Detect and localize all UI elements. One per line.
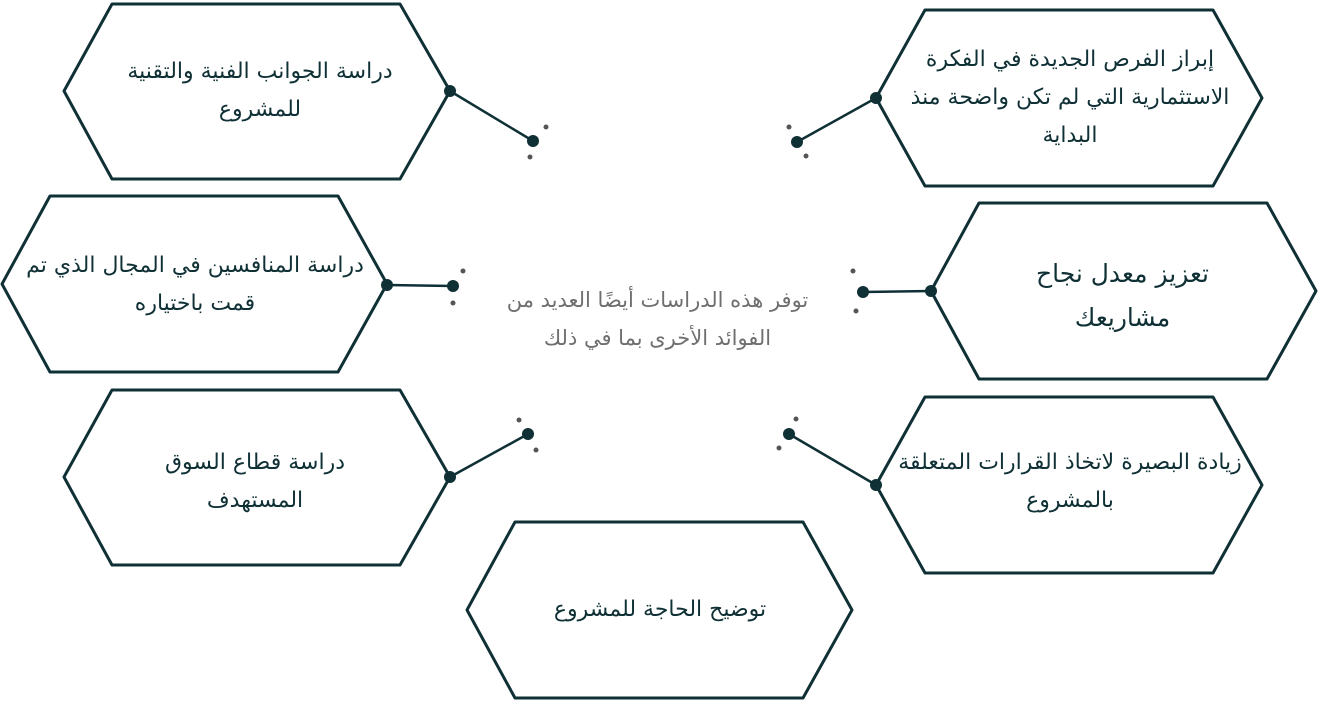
- connector-node-market-outer: [444, 471, 456, 483]
- connector-node-insight-outer: [870, 479, 882, 491]
- hexagon-competitors: [0, 194, 389, 374]
- accent-dot: [776, 445, 782, 451]
- connector-node-insight-inner: [783, 428, 795, 440]
- accent-dot: [850, 268, 856, 274]
- label-opportunities: إبراز الفرص الجديدة في الفكرة الاستثماري…: [910, 47, 1230, 148]
- connector-node-opportunities-outer: [870, 92, 882, 104]
- accent-dot: [450, 300, 456, 306]
- connector-node-technical-inner: [527, 135, 539, 147]
- accent-dot: [793, 416, 799, 422]
- accent-dot: [543, 124, 549, 130]
- label-market: دراسة قطاع السوق المستهدف: [164, 450, 346, 513]
- accent-dot: [786, 124, 792, 130]
- accent-dot: [533, 447, 539, 453]
- connector-node-competitors-inner: [447, 280, 459, 292]
- accent-dot: [803, 153, 809, 159]
- connector-node-success-rate-outer: [925, 285, 937, 297]
- hexagon-technical: [62, 2, 452, 181]
- connector-competitors: [386, 283, 454, 288]
- label-success-rate: تعزيز معدل نجاح مشاريعك: [1035, 259, 1210, 332]
- accent-dot: [527, 154, 533, 160]
- connector-node-opportunities-inner: [791, 136, 803, 148]
- label-insight: زيادة البصيرة لاتخاذ القرارات المتعلقة ب…: [898, 450, 1242, 513]
- connector-market: [449, 432, 529, 479]
- accent-dot: [516, 417, 522, 423]
- connector-technical: [449, 89, 534, 143]
- connector-insight: [788, 432, 877, 487]
- hexagon-market: [62, 388, 452, 567]
- connector-node-success-rate-inner: [857, 286, 869, 298]
- label-project-need: توضيح الحاجة للمشروع: [553, 597, 767, 622]
- connector-success-rate: [862, 289, 932, 294]
- center-intro-text: توفر هذه الدراسات أيضًا العديد من الفوائ…: [506, 288, 809, 350]
- connector-node-competitors-outer: [381, 279, 393, 291]
- connector-opportunities: [796, 96, 877, 144]
- label-competitors: دراسة المنافسين في المجال الذي تم قمت با…: [26, 253, 364, 316]
- accent-dot: [460, 268, 466, 274]
- connector-node-market-inner: [522, 428, 534, 440]
- label-technical: دراسة الجوانب الفنية والتقنية للمشروع: [127, 59, 393, 122]
- accent-dot: [853, 308, 859, 314]
- connector-node-technical-outer: [444, 85, 456, 97]
- hexagon-project-need: [465, 520, 854, 700]
